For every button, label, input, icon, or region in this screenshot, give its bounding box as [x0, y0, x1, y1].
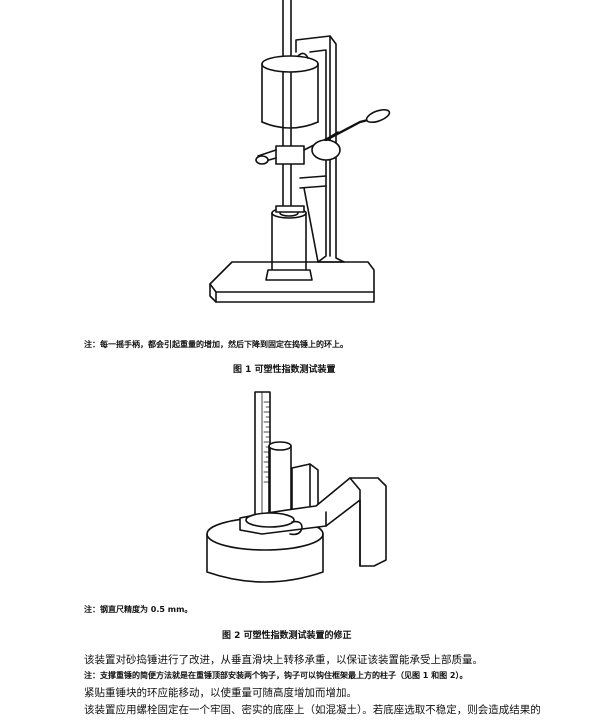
figure-2-drawing — [206, 391, 387, 583]
figure-1-caption: 图 1 可塑性指数测试装置 — [233, 365, 336, 375]
fig1-weight — [261, 52, 319, 129]
body-paragraph-1: 该装置对砂捣锤进行了改进，从垂直滑块上转移承重，以保证该装置能承受上部质量。 — [84, 654, 483, 666]
fig2-ruler — [254, 391, 271, 521]
figure-1-drawing — [209, 0, 391, 303]
figure-2-caption: 图 2 可塑性指数测试装置的修正 — [222, 631, 352, 641]
fig1-rod — [282, 0, 292, 211]
body-note: 注：支撑重锤的简便方法就是在重锤顶部安装两个钩子，钩子可以钩住框架最上方的柱子（… — [84, 671, 468, 680]
figure-1-note: 注：每一摇手柄，都会引起重量的增加，然后下降到固定在捣锤上的环上。 — [84, 340, 348, 349]
fig2-collar — [245, 512, 303, 536]
figure-2-note: 注：钢直尺精度为 0.5 mm。 — [84, 605, 193, 614]
body-paragraph-3: 该装置应用螺栓固定在一个牢固、密实的底座上（如混凝土）。若底座选取不稳定，则会造… — [84, 704, 541, 716]
fig2-cylinder — [268, 441, 292, 521]
body-paragraph-2: 紧贴重锤块的环应能移动，以使重量可随高度增加而增加。 — [84, 687, 357, 699]
fig1-collar-handles — [255, 108, 391, 213]
